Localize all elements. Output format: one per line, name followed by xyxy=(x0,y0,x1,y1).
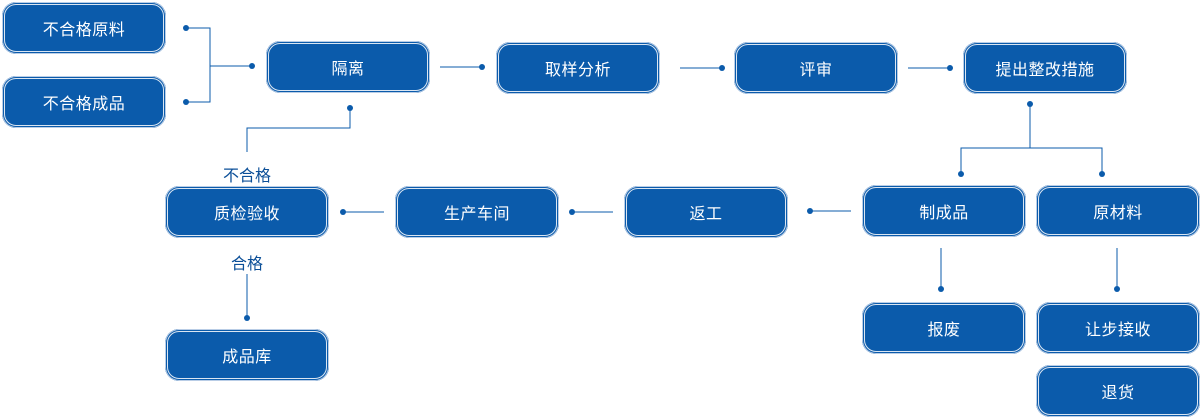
quality-inspection-node: 质检验收 xyxy=(165,186,329,238)
connector-dot xyxy=(1099,171,1105,177)
connector-dot xyxy=(340,209,346,215)
return-goods-node: 退货 xyxy=(1036,365,1200,417)
semi-finished-products-node: 制成品 xyxy=(862,185,1026,237)
qualified-label: 合格 xyxy=(231,254,264,273)
connector-dot xyxy=(569,209,575,215)
connector-dot xyxy=(244,315,250,321)
review-node: 评审 xyxy=(734,42,898,94)
connector-raw-to-merge xyxy=(186,27,211,103)
sampling-analysis-node: 取样分析 xyxy=(496,42,660,94)
connector-dot xyxy=(719,65,725,71)
connector-dot xyxy=(1114,286,1120,292)
connector-dot xyxy=(958,171,964,177)
raw-materials-node: 原材料 xyxy=(1036,185,1200,237)
unqualified-label: 不合格 xyxy=(223,166,272,185)
isolation-node: 隔离 xyxy=(266,41,430,93)
corrective-measures-node: 提出整改措施 xyxy=(963,42,1127,94)
scrap-node: 报废 xyxy=(862,302,1026,354)
connector-dot xyxy=(479,64,485,70)
finished-goods-warehouse-node: 成品库 xyxy=(165,329,329,381)
connector-split xyxy=(960,147,1103,174)
connector-dot xyxy=(249,63,255,69)
connector-dot xyxy=(183,25,189,31)
unqualified-finished-products-node: 不合格成品 xyxy=(2,76,166,128)
connector-quality-to-isolation xyxy=(246,108,351,152)
connector-dot xyxy=(1027,101,1033,107)
rework-node: 返工 xyxy=(624,186,788,238)
connector-dot xyxy=(947,65,953,71)
production-workshop-node: 生产车间 xyxy=(395,186,559,238)
unqualified-raw-materials-node: 不合格原料 xyxy=(2,2,166,54)
connector-dot xyxy=(938,286,944,292)
concession-acceptance-node: 让步接收 xyxy=(1036,302,1200,354)
connector-dot xyxy=(183,99,189,105)
connector-dot xyxy=(807,208,813,214)
connector-dot xyxy=(347,105,353,111)
